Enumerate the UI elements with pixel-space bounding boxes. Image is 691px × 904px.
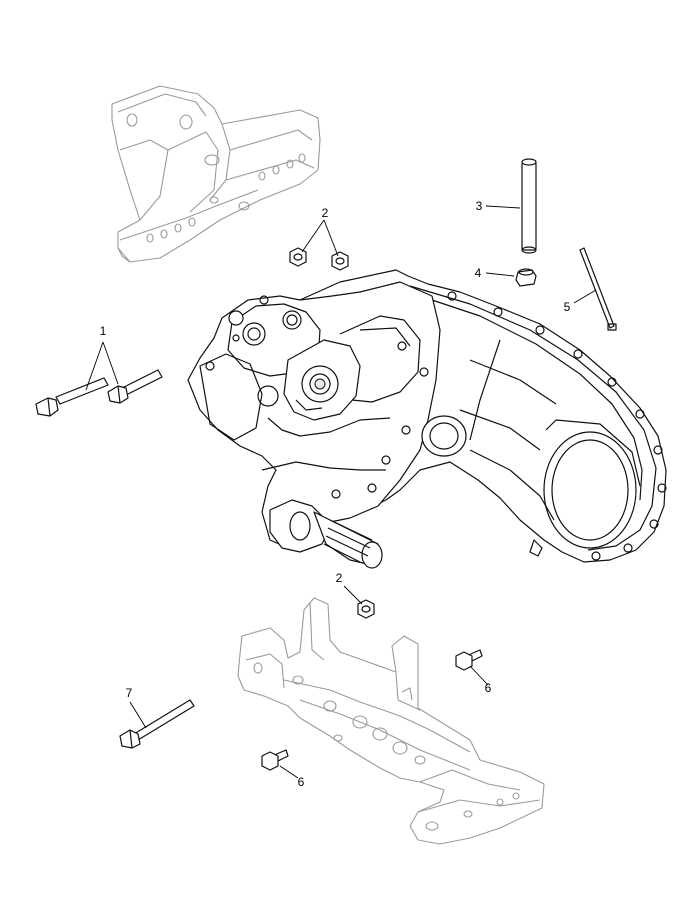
callout-6-right: 6 [484, 681, 492, 695]
callout-2-upper: 2 [321, 206, 329, 220]
upper-mount-bracket [111, 85, 321, 263]
bolt-6a [455, 649, 483, 671]
callout-6-left: 6 [297, 775, 305, 789]
callout-7: 7 [125, 686, 133, 700]
rod-5 [579, 247, 617, 331]
callout-2-lower: 2 [335, 571, 343, 585]
nut-2b [331, 251, 349, 271]
callout-1: 1 [99, 324, 107, 338]
tube-3 [521, 158, 537, 254]
bolt-7 [119, 699, 195, 749]
callout-5: 5 [563, 300, 571, 314]
bolt-1b [107, 369, 163, 404]
bolt-1a [35, 377, 109, 417]
bolt-6b [261, 749, 289, 771]
callout-3: 3 [475, 199, 483, 213]
transfer-case-assembly [187, 269, 667, 569]
nut-2c [357, 599, 375, 619]
callout-4: 4 [474, 266, 482, 280]
leader-lines [85, 205, 597, 779]
bushing-4 [515, 268, 537, 287]
lower-crossmember [237, 597, 545, 845]
nut-2a [289, 247, 307, 267]
